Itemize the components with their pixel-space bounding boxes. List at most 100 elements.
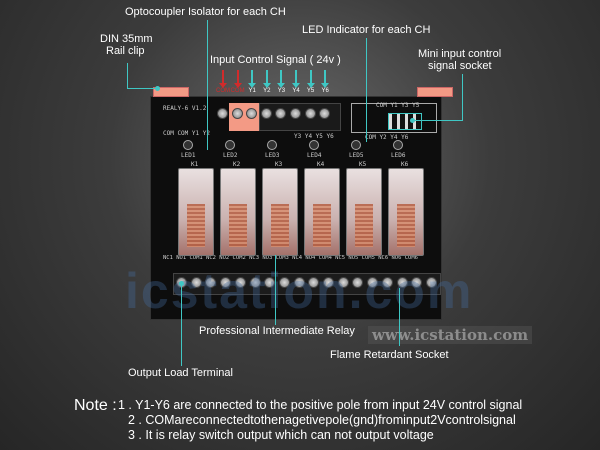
- output-screw: [367, 277, 379, 288]
- output-screw: [337, 277, 349, 288]
- arrow-down-icon: [277, 70, 286, 88]
- led-label: LED2: [223, 152, 238, 159]
- watermark-url: www.icstation.com: [368, 326, 533, 344]
- output-screw: [308, 277, 320, 288]
- output-screw: [205, 277, 217, 288]
- led-label: LED4: [307, 152, 322, 159]
- socket-label-2: signal socket: [428, 60, 492, 72]
- din-label-2: Rail clip: [106, 45, 145, 57]
- note-item: 1 . Y1-Y6 are connected to the positive …: [118, 398, 523, 412]
- input-screw: [290, 108, 301, 119]
- din-label-1: DIN 35mm: [100, 33, 153, 45]
- output-screw: [411, 277, 423, 288]
- input-signal-label: Input Control Signal ( 24v ): [210, 54, 341, 66]
- relay-coil: [229, 204, 247, 247]
- led-label: LED3: [265, 152, 280, 159]
- led-icon: [225, 140, 235, 150]
- relay-label: K3: [275, 161, 283, 168]
- socket-bottom-label: COM Y2 Y4 Y6: [365, 134, 409, 141]
- input-silk: COM COM Y1 Y2: [163, 130, 210, 137]
- led-line: [366, 38, 367, 142]
- din-line-h: [127, 88, 157, 89]
- input-pin-label: Y6: [321, 88, 329, 94]
- din-dot: [155, 86, 160, 91]
- relay-coil: [187, 204, 205, 247]
- relay-coil: [271, 204, 289, 247]
- relay: [388, 168, 424, 256]
- arrow-down-icon: [219, 70, 227, 88]
- led-label: LED1: [181, 152, 196, 159]
- output-terminal-label: Output Load Terminal: [128, 367, 233, 379]
- relay-label: K2: [233, 161, 241, 168]
- led-icon: [393, 140, 403, 150]
- arrow-down-icon: [233, 70, 242, 88]
- led-icon: [351, 140, 361, 150]
- input-screw: [260, 108, 272, 119]
- output-screw: [396, 277, 408, 288]
- output-labels: NC1 NO1 COM1 NC2 NO2 COM2 NC3 NO3 COM3 N…: [163, 255, 418, 261]
- output-screw: [381, 277, 393, 288]
- arrow-down-icon: [306, 70, 315, 88]
- output-screw: [234, 277, 246, 288]
- watermark: icstation.com: [125, 263, 474, 319]
- output-screw: [323, 277, 334, 288]
- input-screw: [319, 108, 331, 119]
- din-line-v: [127, 63, 128, 88]
- relay-coil: [313, 204, 331, 247]
- output-screw: [249, 277, 261, 288]
- relay-label: Professional Intermediate Relay: [199, 325, 355, 337]
- flame-socket-label: Flame Retardant Socket: [330, 349, 449, 361]
- output-screw: [352, 277, 364, 288]
- input-screw: [231, 108, 243, 119]
- relay: [304, 168, 340, 256]
- socket-line-h: [412, 120, 463, 121]
- mini-input-socket: [388, 113, 422, 130]
- mini-socket-outline: [351, 103, 437, 133]
- board-model: REALY-6 V1.2: [163, 105, 207, 112]
- relay-coil: [355, 204, 373, 247]
- relay-line: [275, 255, 276, 325]
- din-clip-right: [417, 87, 453, 97]
- input-pin-label: Y5: [306, 88, 315, 94]
- arrow-down-icon: [262, 70, 271, 88]
- output-dot: [179, 281, 184, 286]
- arrow-down-icon: [321, 70, 330, 88]
- socket-label-1: Mini input control: [418, 48, 502, 60]
- socket-dot: [410, 118, 415, 123]
- relay: [346, 168, 382, 256]
- output-screw: [220, 277, 232, 288]
- relay-label: K6: [401, 161, 409, 168]
- note-item: 2 . COMareconnectedtothenagetivepole(gnd…: [128, 413, 516, 427]
- relay-label: K4: [317, 161, 325, 168]
- output-line: [181, 283, 182, 366]
- led-icon: [183, 140, 193, 150]
- flame-line: [399, 288, 400, 346]
- led-label: LED5: [349, 152, 364, 159]
- relay: [262, 168, 298, 256]
- input-pin-label: Y4: [292, 88, 300, 94]
- led-icon: [267, 140, 277, 150]
- arrow-down-icon: [292, 70, 300, 88]
- led-icon: [309, 140, 319, 150]
- relay-label: K1: [191, 161, 199, 168]
- input-pin-label: COM: [230, 88, 245, 94]
- output-screw: [264, 277, 276, 288]
- relay: [220, 168, 256, 256]
- relay-label: K5: [359, 161, 367, 168]
- input-screw: [217, 108, 228, 119]
- led-label: LED6: [391, 152, 406, 159]
- arrow-down-icon: [248, 70, 257, 88]
- output-screw: [293, 277, 305, 288]
- relay-coil: [397, 204, 415, 247]
- input-screw: [275, 108, 287, 119]
- input-silk-2: Y3 Y4 Y5 Y6: [294, 133, 334, 140]
- optocoupler-label: Optocoupler Isolator for each CH: [125, 6, 286, 18]
- note-item: 3 . It is relay switch output which can …: [128, 428, 434, 442]
- socket-top-label: COM Y1 Y3 Y5: [376, 102, 420, 109]
- led-label: LED Indicator for each CH: [302, 24, 431, 36]
- output-screw: [425, 277, 437, 288]
- input-pin-label: Y2: [263, 88, 271, 94]
- optocoupler-line: [207, 20, 208, 150]
- socket-line-v: [462, 74, 463, 120]
